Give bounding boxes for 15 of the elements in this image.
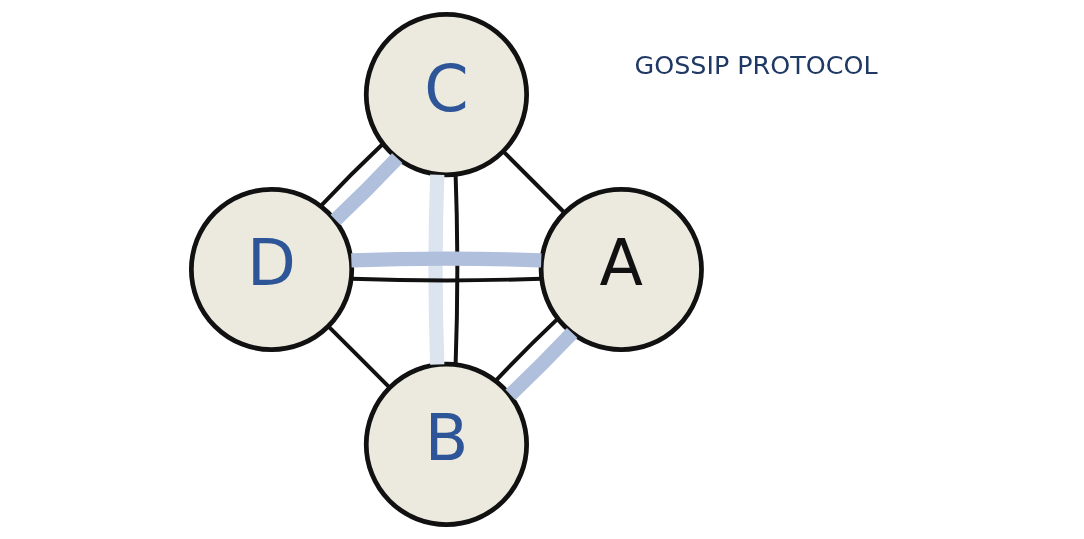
- node-circle: D: [188, 186, 355, 353]
- connector: [428, 174, 445, 365]
- connector: [351, 251, 542, 268]
- node-circle: C: [363, 12, 529, 178]
- connector: [327, 325, 392, 389]
- connector: [351, 276, 542, 283]
- node-circle: A: [538, 186, 704, 353]
- node-circle: B: [363, 361, 529, 527]
- label: GOSSIP PROTOCOL: [634, 49, 878, 80]
- connector: [502, 150, 566, 215]
- connector: [494, 317, 560, 382]
- connector: [319, 142, 385, 207]
- connector: [505, 328, 578, 400]
- connector: [330, 153, 403, 226]
- connector: [453, 174, 460, 365]
